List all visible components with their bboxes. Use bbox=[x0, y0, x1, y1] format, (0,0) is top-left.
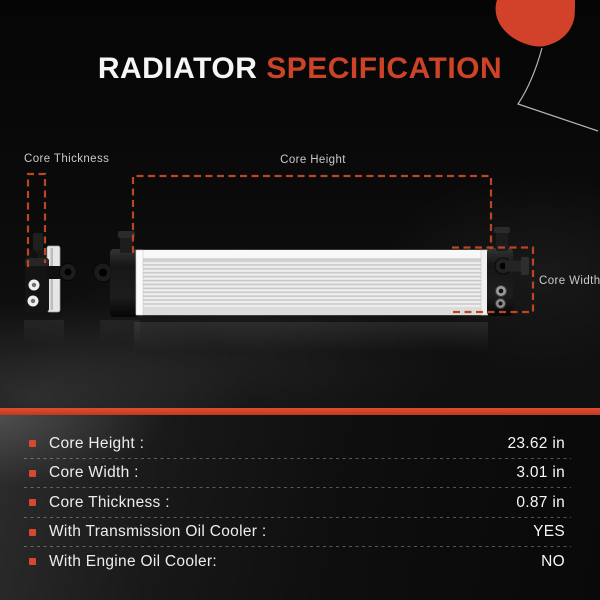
radiator-end-view bbox=[25, 233, 77, 313]
dimension-line-core-height bbox=[131, 174, 493, 253]
spec-value: 3.01 in bbox=[516, 464, 565, 482]
dimension-label-core-thickness: Core Thickness bbox=[24, 153, 110, 165]
spec-row: Core Thickness : 0.87 in bbox=[24, 488, 571, 518]
bullet-icon bbox=[29, 469, 36, 477]
corner-swoosh-icon bbox=[517, 47, 599, 132]
dimension-line-core-thickness bbox=[26, 172, 47, 267]
spec-value: NO bbox=[541, 552, 565, 570]
title-accent: SPECIFICATION bbox=[266, 52, 503, 85]
bullet-icon bbox=[29, 528, 36, 536]
spec-row: With Transmission Oil Cooler : YES bbox=[24, 518, 571, 548]
spec-label: Core Width : bbox=[49, 464, 139, 482]
dimension-label-core-width: Core Width bbox=[539, 275, 600, 287]
bullet-icon bbox=[29, 440, 36, 448]
spec-value: 0.87 in bbox=[516, 493, 565, 511]
floor-reflection bbox=[24, 320, 488, 352]
spec-label: Core Height : bbox=[49, 434, 145, 452]
spec-label: With Engine Oil Cooler: bbox=[49, 552, 217, 570]
spec-row: Core Height : 23.62 in bbox=[24, 429, 571, 459]
page-title: RADIATOR SPECIFICATION bbox=[0, 52, 600, 86]
spec-label: With Transmission Oil Cooler : bbox=[49, 523, 267, 541]
bullet-icon bbox=[29, 558, 36, 566]
spec-table: Core Height : 23.62 in Core Width : 3.01… bbox=[0, 415, 600, 600]
bullet-icon bbox=[29, 499, 36, 507]
corner-decor bbox=[495, 0, 599, 132]
accent-stripe bbox=[0, 408, 600, 415]
spec-value: 23.62 in bbox=[507, 434, 565, 452]
title-primary: RADIATOR bbox=[97, 52, 258, 85]
dimension-label-core-height: Core Height bbox=[280, 154, 346, 166]
spec-value: YES bbox=[533, 523, 565, 541]
dimension-line-core-width bbox=[452, 246, 535, 314]
spec-row: With Engine Oil Cooler: NO bbox=[29, 547, 565, 577]
spec-label: Core Thickness : bbox=[49, 493, 170, 511]
radiator-main bbox=[93, 227, 529, 317]
corner-petal-shape bbox=[495, 0, 575, 47]
spec-row: Core Width : 3.01 in bbox=[24, 459, 571, 489]
